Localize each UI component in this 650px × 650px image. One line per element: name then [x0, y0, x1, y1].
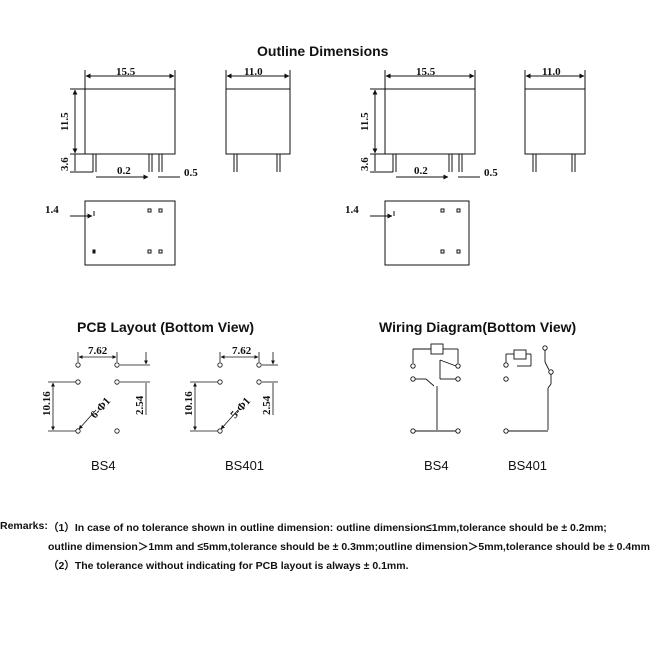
dim-pin-width-b: 0.5 — [484, 167, 498, 179]
pcb-pitch-bs4: 7.62 — [88, 345, 108, 357]
dim-pin-gap-a: 0.2 — [117, 165, 131, 177]
remarks-label: Remarks: — [0, 520, 48, 532]
caption-wiring-bs401: BS401 — [508, 458, 548, 473]
outline-front-view-a — [70, 70, 180, 180]
pcb-layout-title: PCB Layout (Bottom View) — [77, 319, 255, 335]
remark-line-3: （2）The tolerance without indicating for … — [48, 560, 409, 572]
dim-depth-a: 11.0 — [244, 66, 263, 78]
dim-pin-length-a: 3.6 — [59, 157, 71, 171]
pcb-holes-bs401: 5-Φ1 — [228, 395, 253, 421]
pcb-spacing-bs401: 2.54 — [261, 395, 273, 415]
outline-bottom-view-b — [370, 200, 470, 266]
caption-wiring-bs4: BS4 — [424, 458, 449, 473]
pcb-holes-bs4: 6-Φ1 — [88, 395, 113, 421]
dim-pin-gap-b: 0.2 — [414, 165, 428, 177]
caption-pcb-bs4: BS4 — [91, 458, 116, 473]
dim-depth-b: 11.0 — [542, 66, 561, 78]
remark-line-1: （1）In case of no tolerance shown in outl… — [48, 522, 607, 534]
dim-height-b: 11.5 — [359, 112, 371, 131]
outline-front-view-b — [370, 70, 480, 180]
dim-height-a: 11.5 — [59, 112, 71, 131]
caption-pcb-bs401: BS401 — [225, 458, 265, 473]
outline-dimensions-title: Outline Dimensions — [257, 43, 389, 59]
pcb-spacing-bs4: 2.54 — [134, 395, 146, 415]
outline-bottom-view-a — [70, 200, 176, 266]
dim-width-b: 15.5 — [416, 66, 436, 78]
outline-side-view-b — [524, 70, 586, 172]
wiring-diagram-bs401 — [503, 345, 554, 434]
pcb-height-bs4: 10.16 — [41, 391, 53, 416]
dim-offset-a: 1.4 — [45, 204, 59, 216]
pcb-layout-bs4 — [48, 352, 150, 434]
outline-side-view-a — [225, 70, 291, 172]
remark-line-2: outline dimension＞1mm and ≤5mm,tolerance… — [48, 541, 650, 553]
dim-pin-length-b: 3.6 — [359, 157, 371, 171]
pcb-layout-bs401 — [190, 352, 278, 434]
wiring-diagram-bs4 — [410, 343, 461, 434]
pcb-pitch-bs401: 7.62 — [232, 345, 252, 357]
dim-offset-b: 1.4 — [345, 204, 359, 216]
wiring-diagram-title: Wiring Diagram(Bottom View) — [379, 319, 577, 335]
pcb-height-bs401: 10.16 — [183, 391, 195, 416]
dim-width-a: 15.5 — [116, 66, 136, 78]
dim-pin-width-a: 0.5 — [184, 167, 198, 179]
